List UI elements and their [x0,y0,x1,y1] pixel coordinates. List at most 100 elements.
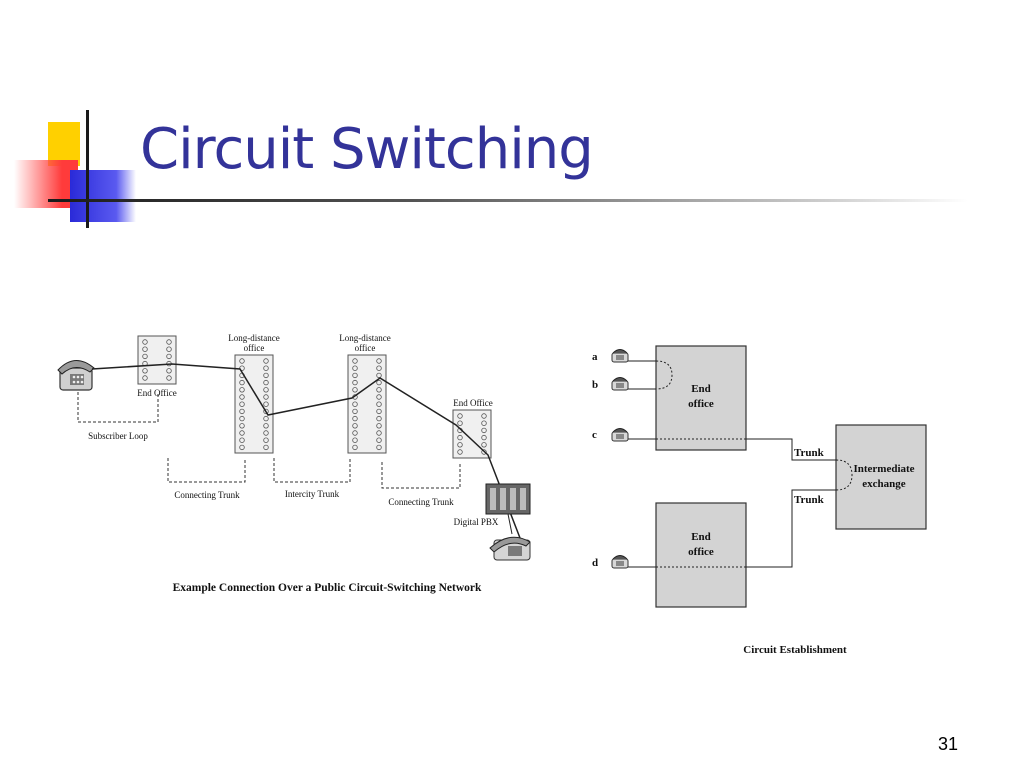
switch-hole [376,444,382,451]
switch-hole [263,379,269,386]
switch-hole [263,387,269,393]
phone-a-icon [611,349,629,363]
phone-c-icon [611,428,629,442]
switch-hole [352,358,358,364]
switch-hole [142,339,148,345]
title-underline [48,199,968,202]
switch-hole [352,444,358,451]
switch-hole [239,444,245,451]
title-decoration-yellow-square [48,122,80,166]
switch-hole [352,415,358,422]
switch-hole [376,372,382,379]
slide-title: Circuit Switching [140,117,594,182]
end-office-top-box [655,345,747,451]
switch-hole [142,368,148,374]
intermediate-label-line1: Intermediate [853,463,914,475]
end-office-2-box [452,409,492,459]
switch-hole [352,372,358,379]
switch-hole [376,423,382,429]
switch-hole [457,413,463,419]
switch-hole [142,375,148,381]
end-office-1-box [137,335,177,385]
end-office-bottom-label-line2: office [688,546,714,558]
digital-pbx-icon [485,483,531,515]
switch-hole [263,423,269,429]
title-decoration-vertical-line [86,110,89,228]
switch-hole [263,430,269,436]
switch-hole [166,346,172,352]
switch-hole [352,437,358,443]
switch-hole [239,423,245,429]
a-b-internal-connection [655,360,673,390]
end-office-top-label-line1: End [691,383,711,395]
switch-hole [239,387,245,393]
pbx-telephone-icon [489,536,531,561]
switch-hole [457,442,463,448]
right-diagram-caption: Circuit Establishment [743,644,847,656]
switch-hole [239,408,245,415]
switch-hole [457,434,463,441]
switch-hole [481,442,487,448]
connecting-trunk-2-bracket [381,462,461,489]
switch-hole [239,401,245,407]
switch-hole [263,444,269,451]
switch-hole [481,434,487,441]
intermediate-exchange-box [835,424,927,530]
trunk-bottom-label: Trunk [794,494,825,506]
ld-office-2-label-line1: Long-distance [339,333,390,343]
connecting-trunk-1-label: Connecting Trunk [174,490,240,500]
trunk-top-label: Trunk [794,447,825,459]
subscriber-loop-bracket [77,392,159,423]
switch-hole [376,401,382,407]
phone-a-label: a [592,351,598,363]
digital-pbx-label: Digital PBX [454,517,499,527]
trunk-bottom-line [746,489,836,568]
end-office-bottom-label-line1: End [691,531,711,543]
connecting-trunk-1-bracket [167,458,246,483]
left-network-diagram: End Office Long-distance office Long-dis… [57,333,531,594]
connecting-trunk-2-label: Connecting Trunk [388,497,454,507]
switch-hole [481,420,487,426]
intercity-trunk-label: Intercity Trunk [285,489,340,499]
right-circuit-diagram: a b c d End office End office Intermedia… [592,345,927,656]
switch-hole [166,368,172,374]
end-office-2-label: End Office [453,398,493,408]
switch-hole [376,437,382,443]
trunk-top-line [746,438,836,461]
switch-hole [263,372,269,379]
phone-d-icon [611,555,629,569]
subscriber-loop-label: Subscriber Loop [88,431,148,441]
page-number: 31 [938,734,959,754]
switch-hole [352,423,358,429]
end-office-top-label-line2: office [688,398,714,410]
switch-hole [352,408,358,415]
long-distance-office-2-box [347,354,387,454]
phone-c-label: c [592,429,597,441]
switch-hole [376,408,382,415]
switch-hole [263,408,269,415]
switch-hole [263,394,269,400]
switch-hole [239,415,245,422]
switch-hole [166,375,172,381]
title-decoration-blue-square [70,170,136,222]
switch-hole [481,427,487,434]
ld-office-1-label-line1: Long-distance [228,333,279,343]
switch-hole [142,353,148,360]
switch-hole [352,401,358,407]
intermediate-internal-connection [835,459,853,491]
switch-hole [166,353,172,360]
circuit-path [91,363,521,539]
switch-hole [352,430,358,436]
long-distance-office-1-box [234,354,274,454]
switch-hole [239,358,245,364]
phone-b-label: b [592,379,598,391]
switch-hole [376,387,382,393]
switch-hole [263,401,269,407]
end-office-bottom-box [655,502,747,608]
switch-hole [263,415,269,422]
intercity-trunk-bracket [273,458,351,483]
switch-hole [481,449,487,455]
phone-b-icon [611,377,629,391]
switch-hole [263,437,269,443]
